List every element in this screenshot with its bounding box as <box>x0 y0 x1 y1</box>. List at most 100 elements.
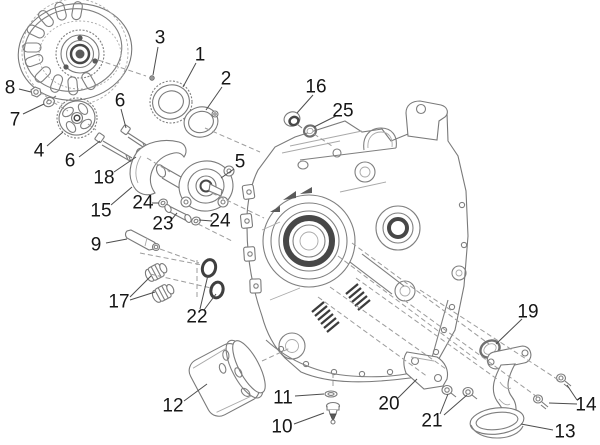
o-ring-drawing <box>302 124 318 138</box>
callout-8: 8 <box>5 78 16 99</box>
construction-line <box>211 192 265 219</box>
callout-23: 23 <box>152 214 173 235</box>
construction-line <box>45 97 69 112</box>
leader-line-13 <box>520 423 554 431</box>
construction-line <box>419 289 561 382</box>
leader-line-22 <box>203 293 217 311</box>
plug-bolt-drawing <box>283 111 303 129</box>
leader-line-4 <box>46 131 64 147</box>
construction-line <box>317 296 429 378</box>
callout-3: 3 <box>155 28 166 49</box>
screw-drawing <box>149 75 155 81</box>
leader-line-14 <box>566 384 578 401</box>
spring-drawing <box>311 283 371 333</box>
callout-24b: 24 <box>209 211 231 232</box>
o-ring-drawing <box>200 258 225 300</box>
leader-line-22 <box>199 274 209 310</box>
leader-line-21 <box>443 394 468 416</box>
callout-17: 17 <box>108 292 129 313</box>
leader-line-23 <box>171 212 178 220</box>
dowel-pin-drawing <box>158 198 201 226</box>
callout-9: 9 <box>91 235 102 256</box>
construction-line <box>197 223 233 242</box>
pump-gear-drawing <box>56 97 98 139</box>
construction-line <box>97 59 147 77</box>
guard-drawing <box>129 139 187 196</box>
leader-line-18 <box>113 156 137 173</box>
construction-line <box>159 248 200 264</box>
construction-line <box>149 273 212 289</box>
nut-drawing <box>30 86 42 98</box>
callout-6b: 6 <box>65 151 76 172</box>
construction-line <box>313 133 333 147</box>
leader-line-16 <box>296 94 314 114</box>
tab-washer-drawing <box>43 95 57 108</box>
leader-line-12 <box>183 383 208 402</box>
leader-line-17 <box>129 275 152 298</box>
leader-line-5 <box>220 168 235 179</box>
leader-line-17 <box>129 291 156 301</box>
construction-line <box>204 127 261 153</box>
callout-12: 12 <box>162 396 183 417</box>
leader-line-24b <box>198 219 213 222</box>
callout-22: 22 <box>186 307 207 328</box>
leader-lines <box>18 46 578 431</box>
construction-line <box>355 277 498 380</box>
crankcase-drawing <box>239 100 469 383</box>
callout-24: 24 <box>132 193 154 214</box>
leader-line-2 <box>205 86 223 111</box>
leader-line-19 <box>495 318 523 345</box>
fitting-drawing <box>144 262 175 303</box>
callout-18: 18 <box>93 168 114 189</box>
construction-line <box>337 255 478 361</box>
bolt-drawing <box>441 384 478 400</box>
callout-2: 2 <box>221 69 232 90</box>
callout-16: 16 <box>305 77 326 98</box>
oil-pickup-pipe-drawing <box>469 345 532 439</box>
drain-plug-drawing <box>325 401 341 425</box>
construction-line <box>146 157 171 173</box>
callout-6: 6 <box>115 91 126 112</box>
bolt-drawing <box>94 132 133 163</box>
construction-line <box>261 347 291 362</box>
callout-20: 20 <box>378 394 399 415</box>
callout-25: 25 <box>332 101 353 122</box>
leader-line-3 <box>152 46 159 76</box>
construction-line <box>351 242 490 345</box>
bush-drawing <box>124 229 161 252</box>
leader-line-6b <box>78 140 101 158</box>
leader-line-14 <box>548 402 578 405</box>
callout-14: 14 <box>575 395 597 416</box>
callout-15: 15 <box>90 201 111 222</box>
bolt-drawing <box>532 373 572 410</box>
callout-19: 19 <box>517 302 538 323</box>
construction-lines <box>45 59 561 400</box>
cover-plate-drawing <box>403 351 449 390</box>
leader-line-1 <box>182 62 197 88</box>
leader-line-21 <box>439 393 449 415</box>
callout-13: 13 <box>554 422 575 443</box>
leader-line-25 <box>313 115 337 128</box>
callout-labels: 1234566789101112131415161718192021222324… <box>5 28 597 443</box>
leader-line-20 <box>397 378 418 399</box>
leader-line-7 <box>22 103 45 115</box>
construction-line <box>403 299 541 400</box>
callout-4: 4 <box>34 141 45 162</box>
leader-line-11 <box>294 393 325 397</box>
callout-10: 10 <box>271 417 292 438</box>
construction-line <box>139 252 203 266</box>
callout-7: 7 <box>10 110 21 131</box>
leader-line-8 <box>18 88 32 93</box>
leader-line-15 <box>110 186 133 206</box>
leader-line-9 <box>105 238 128 244</box>
leader-line-6 <box>120 108 127 129</box>
construction-line <box>87 123 97 131</box>
ring-gear-drawing <box>149 80 193 124</box>
callout-1: 1 <box>195 45 206 66</box>
leader-line-10 <box>293 412 325 425</box>
clutch-basket-drawing <box>17 0 133 106</box>
callout-11: 11 <box>273 388 293 409</box>
callout-5: 5 <box>235 152 246 173</box>
